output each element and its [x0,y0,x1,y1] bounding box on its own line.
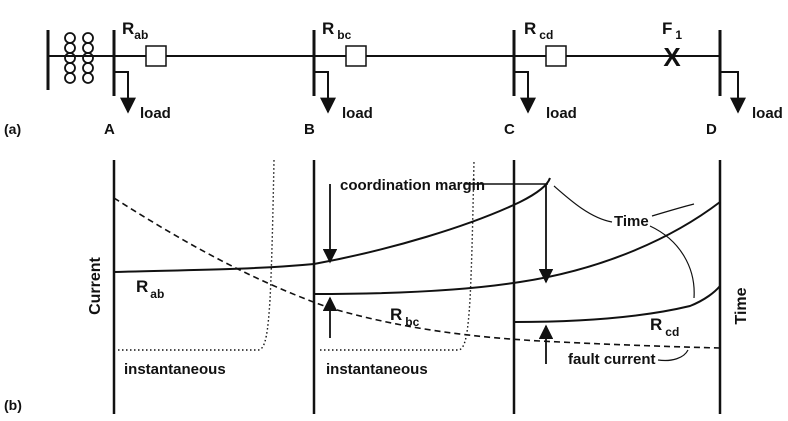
bus-letter-a: A [104,121,115,138]
load-label-c: load [546,105,577,122]
load-label-a: load [140,105,171,122]
bus-d [718,30,746,114]
coordination-margin-label: coordination margin [340,177,485,194]
instantaneous-curve-rbc [320,159,475,351]
instantaneous-curve-rab [118,159,275,351]
time-leader-3 [649,225,695,299]
bus-c [512,30,536,114]
time-axis-label: Time [733,287,750,324]
time-leader-2 [651,203,695,217]
current-axis-label: Current [87,256,104,314]
bus-a [112,30,136,114]
transformer-icon [64,32,94,84]
time-curve-rbc [313,177,551,265]
fault-current-label: fault current [568,351,656,368]
panel-b-tag: (b) [4,397,22,413]
load-label-d: load [752,105,783,122]
panel-a-tag: (a) [4,121,21,137]
bus-letter-d: D [706,121,717,138]
breaker-rab [145,45,167,67]
breaker-rbc [345,45,367,67]
time-curve-label: Time [614,213,649,230]
fault-symbol: X [663,42,681,72]
fault-current-curve [113,197,721,349]
breaker-rcd [545,45,567,67]
fault-current-leader [657,349,689,362]
coordination-plot: coordination margin Time fault current i… [4,159,750,414]
bus-b [312,30,336,114]
instantaneous-label-rbc: instantaneous [326,361,428,378]
time-curve-rab [113,263,315,273]
bus-letter-b: B [304,121,315,138]
time-curve-rbc-lower [313,201,721,295]
relay-label-rab: Rab [122,19,148,42]
time-curve-rcd [513,285,721,323]
time-leader-1 [553,185,613,223]
bus-letter-c: C [504,121,515,138]
instantaneous-label-rab: instantaneous [124,361,226,378]
load-label-b: load [342,105,373,122]
